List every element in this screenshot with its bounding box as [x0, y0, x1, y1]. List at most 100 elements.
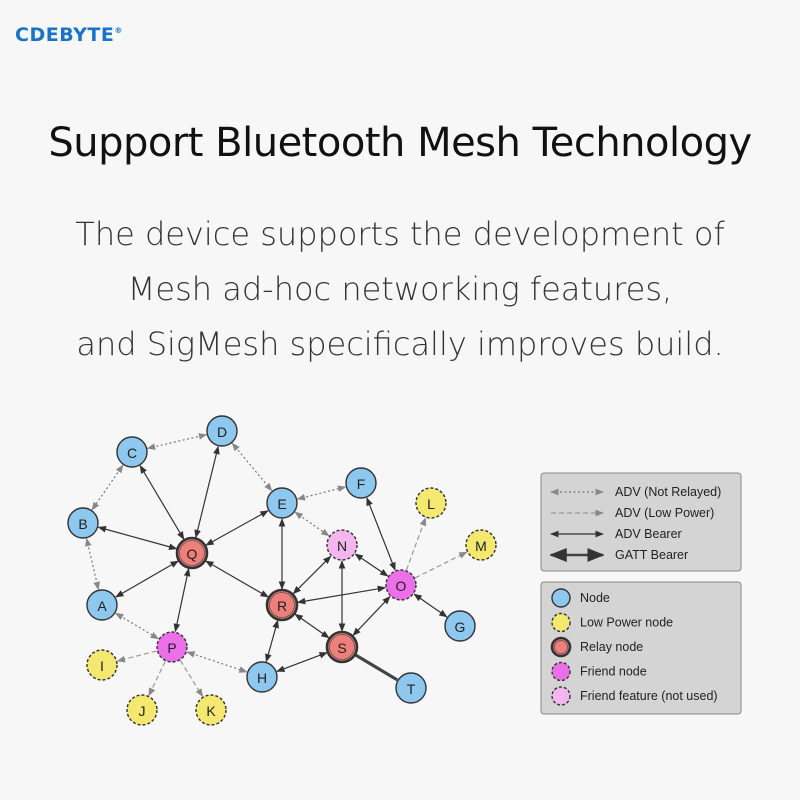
- node-k-circle: [195, 694, 227, 726]
- edge-e-n: [294, 511, 330, 537]
- legend-node-label: Friend feature (not used): [580, 689, 718, 703]
- node-f-circle: [345, 467, 377, 499]
- edge-c-b: [91, 464, 124, 511]
- legend-node-relay: [550, 636, 572, 658]
- node-f-label: F: [357, 476, 366, 492]
- edge-o-l: [405, 517, 427, 571]
- node-b: B: [67, 507, 99, 539]
- edge-p-i: [116, 650, 157, 663]
- brand-name: CDEBYTE: [15, 24, 115, 46]
- description: The device supports the development of M…: [40, 207, 760, 372]
- edge-r-h: [265, 619, 279, 663]
- node-s: S: [325, 630, 359, 664]
- node-t: T: [395, 672, 427, 704]
- node-n: N: [326, 529, 358, 561]
- node-n-circle: [326, 529, 358, 561]
- node-d-label: D: [217, 424, 227, 440]
- edge-a-q: [115, 560, 179, 598]
- node-k: K: [195, 694, 227, 726]
- legend-nodes-background: [540, 581, 742, 715]
- node-g: G: [444, 610, 476, 642]
- node-j-label: J: [139, 703, 146, 719]
- edge-d-q: [194, 445, 220, 539]
- node-t-circle: [395, 672, 427, 704]
- legend-node-label: Node: [580, 591, 610, 605]
- node-g-label: G: [455, 619, 466, 635]
- node-h: H: [246, 661, 278, 693]
- edge-e-q: [205, 510, 269, 546]
- node-m-circle: [465, 529, 497, 561]
- node-l-label: L: [427, 496, 435, 512]
- node-a: A: [86, 589, 118, 621]
- node-d-circle: [206, 415, 238, 447]
- edge-f-o: [366, 497, 396, 571]
- edge-c-q: [139, 465, 185, 540]
- edge-o-s: [352, 595, 391, 637]
- node-a-circle: [86, 589, 118, 621]
- node-a-label: A: [97, 598, 107, 614]
- legend-node-node-circle: [551, 588, 571, 608]
- node-t-label: T: [407, 681, 416, 697]
- node-i-label: I: [100, 658, 104, 674]
- mesh-edges: [85, 433, 468, 698]
- edge-r-n: [292, 555, 332, 595]
- node-c-label: C: [127, 445, 137, 461]
- legend-node-friend: [551, 661, 571, 682]
- node-d: D: [206, 415, 238, 447]
- node-q: Q: [175, 536, 209, 570]
- legend-node-low-power: [551, 612, 571, 633]
- description-line-2: Mesh ad-hoc networking features,: [127, 270, 673, 308]
- node-i: I: [86, 649, 118, 681]
- node-s-label: S: [337, 640, 346, 656]
- legend-line-label: ADV (Low Power): [615, 506, 714, 520]
- legend-node-label: Friend node: [580, 665, 647, 679]
- legend-line-label: ADV (Not Relayed): [615, 485, 721, 499]
- description-line-1: The device supports the development of: [75, 215, 725, 253]
- node-o-circle: [385, 569, 417, 601]
- node-o: O: [385, 569, 417, 601]
- edge-s-t: [354, 653, 399, 682]
- node-l-circle: [415, 487, 447, 519]
- legend-lines-box: ADV (Not Relayed) ADV (Low Power) ADV Bear…: [540, 472, 742, 572]
- node-g-circle: [444, 610, 476, 642]
- node-n-label: N: [337, 538, 347, 554]
- legend-line-label: GATT Bearer: [615, 548, 688, 562]
- edge-c-d: [146, 433, 208, 450]
- edge-q-r: [205, 560, 269, 598]
- node-j: J: [126, 694, 158, 726]
- node-k-label: K: [206, 703, 216, 719]
- edge-p-h: [186, 651, 248, 673]
- node-s-circle: [325, 630, 359, 664]
- brand-logo: CDEBYTE®: [15, 24, 123, 46]
- node-e-circle: [266, 487, 298, 519]
- node-e-label: E: [277, 496, 286, 512]
- description-line-3: and SigMesh specifically improves build.: [76, 325, 724, 363]
- node-r-circle: [265, 588, 299, 622]
- legend-lines-background: [540, 472, 742, 572]
- node-c: C: [116, 436, 148, 468]
- node-q-circle: [175, 536, 209, 570]
- registered-mark: ®: [114, 26, 123, 35]
- legend-line-label: ADV Bearer: [615, 527, 682, 541]
- node-m-label: M: [475, 538, 487, 554]
- node-f: F: [345, 467, 377, 499]
- node-b-circle: [67, 507, 99, 539]
- edge-q-p: [173, 567, 191, 633]
- node-p: P: [156, 631, 188, 663]
- edge-n-o: [354, 553, 389, 577]
- edge-r-s: [294, 613, 330, 639]
- node-r-label: R: [277, 598, 287, 614]
- node-m: M: [465, 529, 497, 561]
- edge-s-h: [276, 652, 328, 672]
- legend-node-node: [551, 588, 571, 608]
- mesh-nodes: A B C D E F G H I J K L M N O P Q R S T: [67, 415, 497, 726]
- node-r: R: [265, 588, 299, 622]
- node-b-label: B: [78, 516, 87, 532]
- node-q-label: Q: [187, 546, 198, 562]
- node-o-label: O: [396, 578, 407, 594]
- node-c-circle: [116, 436, 148, 468]
- node-h-label: H: [257, 670, 267, 686]
- node-j-circle: [126, 694, 158, 726]
